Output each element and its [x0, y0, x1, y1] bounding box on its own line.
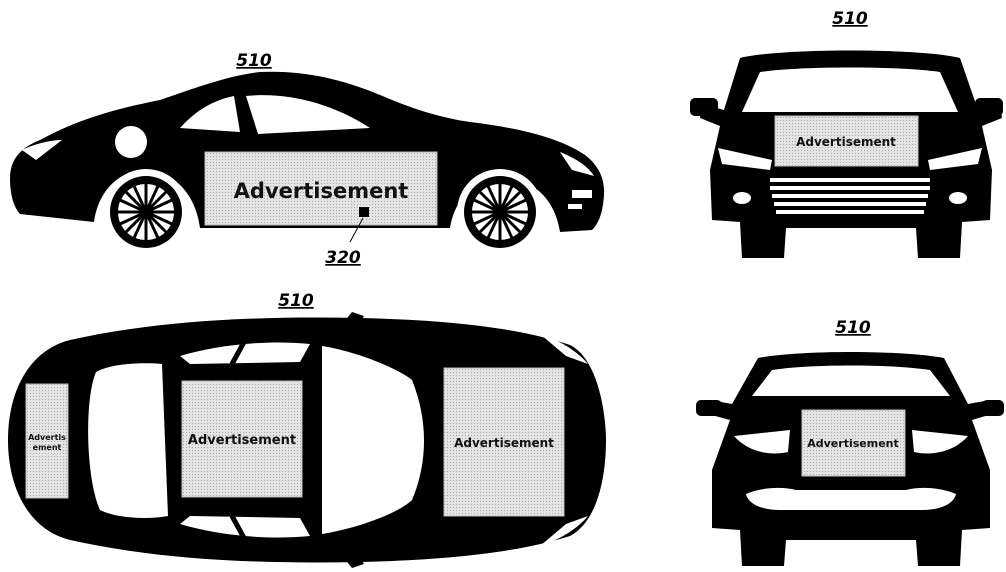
top-headlight-lower [540, 516, 588, 546]
rear-window [752, 365, 950, 396]
rear-view-car: Advertisement [696, 352, 1004, 566]
rear-ad-text: Advertisement [807, 437, 899, 450]
top-trunk-ad-text-line2: ement [33, 443, 62, 452]
side-ad-text: Advertisement [234, 179, 409, 203]
rear-ad-panel [801, 409, 906, 477]
top-window-lower [180, 516, 310, 538]
top-view-ref: 510 [278, 291, 314, 311]
top-view-car: Advertis ement Advertisement Advertiseme… [8, 312, 606, 568]
front-headlight-left [718, 148, 772, 170]
side-headlight [560, 152, 594, 176]
top-front-windshield [322, 346, 424, 534]
side-rear-wheel [103, 169, 189, 255]
rear-mirror-left [696, 400, 722, 416]
front-mirror-left [690, 98, 718, 116]
front-ad-panel [774, 115, 919, 167]
front-ad-text: Advertisement [796, 135, 896, 149]
front-headlight-right [928, 148, 982, 170]
top-hood-ad-text: Advertisement [454, 436, 554, 450]
front-view-car: Advertisement [690, 50, 1003, 258]
side-fuel-cap [115, 126, 147, 158]
top-roof-ad-panel [181, 380, 303, 498]
top-mirror-upper [344, 312, 364, 328]
sensor-square [359, 207, 369, 217]
rear-taillight-right [912, 430, 968, 454]
sensor-leader-line [349, 217, 364, 243]
front-foglight-right [949, 192, 967, 204]
side-view-ref: 510 [236, 51, 272, 71]
side-b-pillar [235, 93, 255, 136]
rear-view-ref: 510 [835, 318, 871, 338]
top-mirror-lower [344, 552, 364, 568]
side-taillight [22, 140, 62, 160]
top-roof-ad-text: Advertisement [188, 433, 296, 448]
top-headlight-upper [540, 334, 588, 364]
top-rear-window [88, 363, 168, 518]
side-rear-window [180, 96, 240, 132]
top-pillar-upper [229, 340, 247, 366]
top-pillar-lower [229, 514, 247, 540]
side-view-car: Advertisement [10, 71, 605, 255]
rear-diffuser [746, 487, 956, 510]
front-mirror-right [975, 98, 1003, 116]
front-windshield [742, 67, 958, 112]
top-window-upper [180, 342, 310, 364]
front-grille [770, 178, 930, 214]
front-foglight-left [733, 192, 751, 204]
top-hood-ad-panel [443, 367, 565, 517]
side-front-vent [572, 190, 592, 198]
rear-taillight-left [734, 430, 790, 454]
side-ad-panel [204, 151, 438, 226]
top-trunk-ad-text-line1: Advertis [28, 433, 66, 442]
side-front-wheel [457, 169, 543, 255]
side-front-window [246, 95, 370, 134]
front-view-ref: 510 [832, 9, 868, 29]
sensor-ref: 320 [325, 248, 361, 268]
top-trunk-ad-panel [25, 383, 69, 499]
side-front-vent-2 [568, 204, 582, 209]
rear-mirror-right [982, 400, 1004, 416]
